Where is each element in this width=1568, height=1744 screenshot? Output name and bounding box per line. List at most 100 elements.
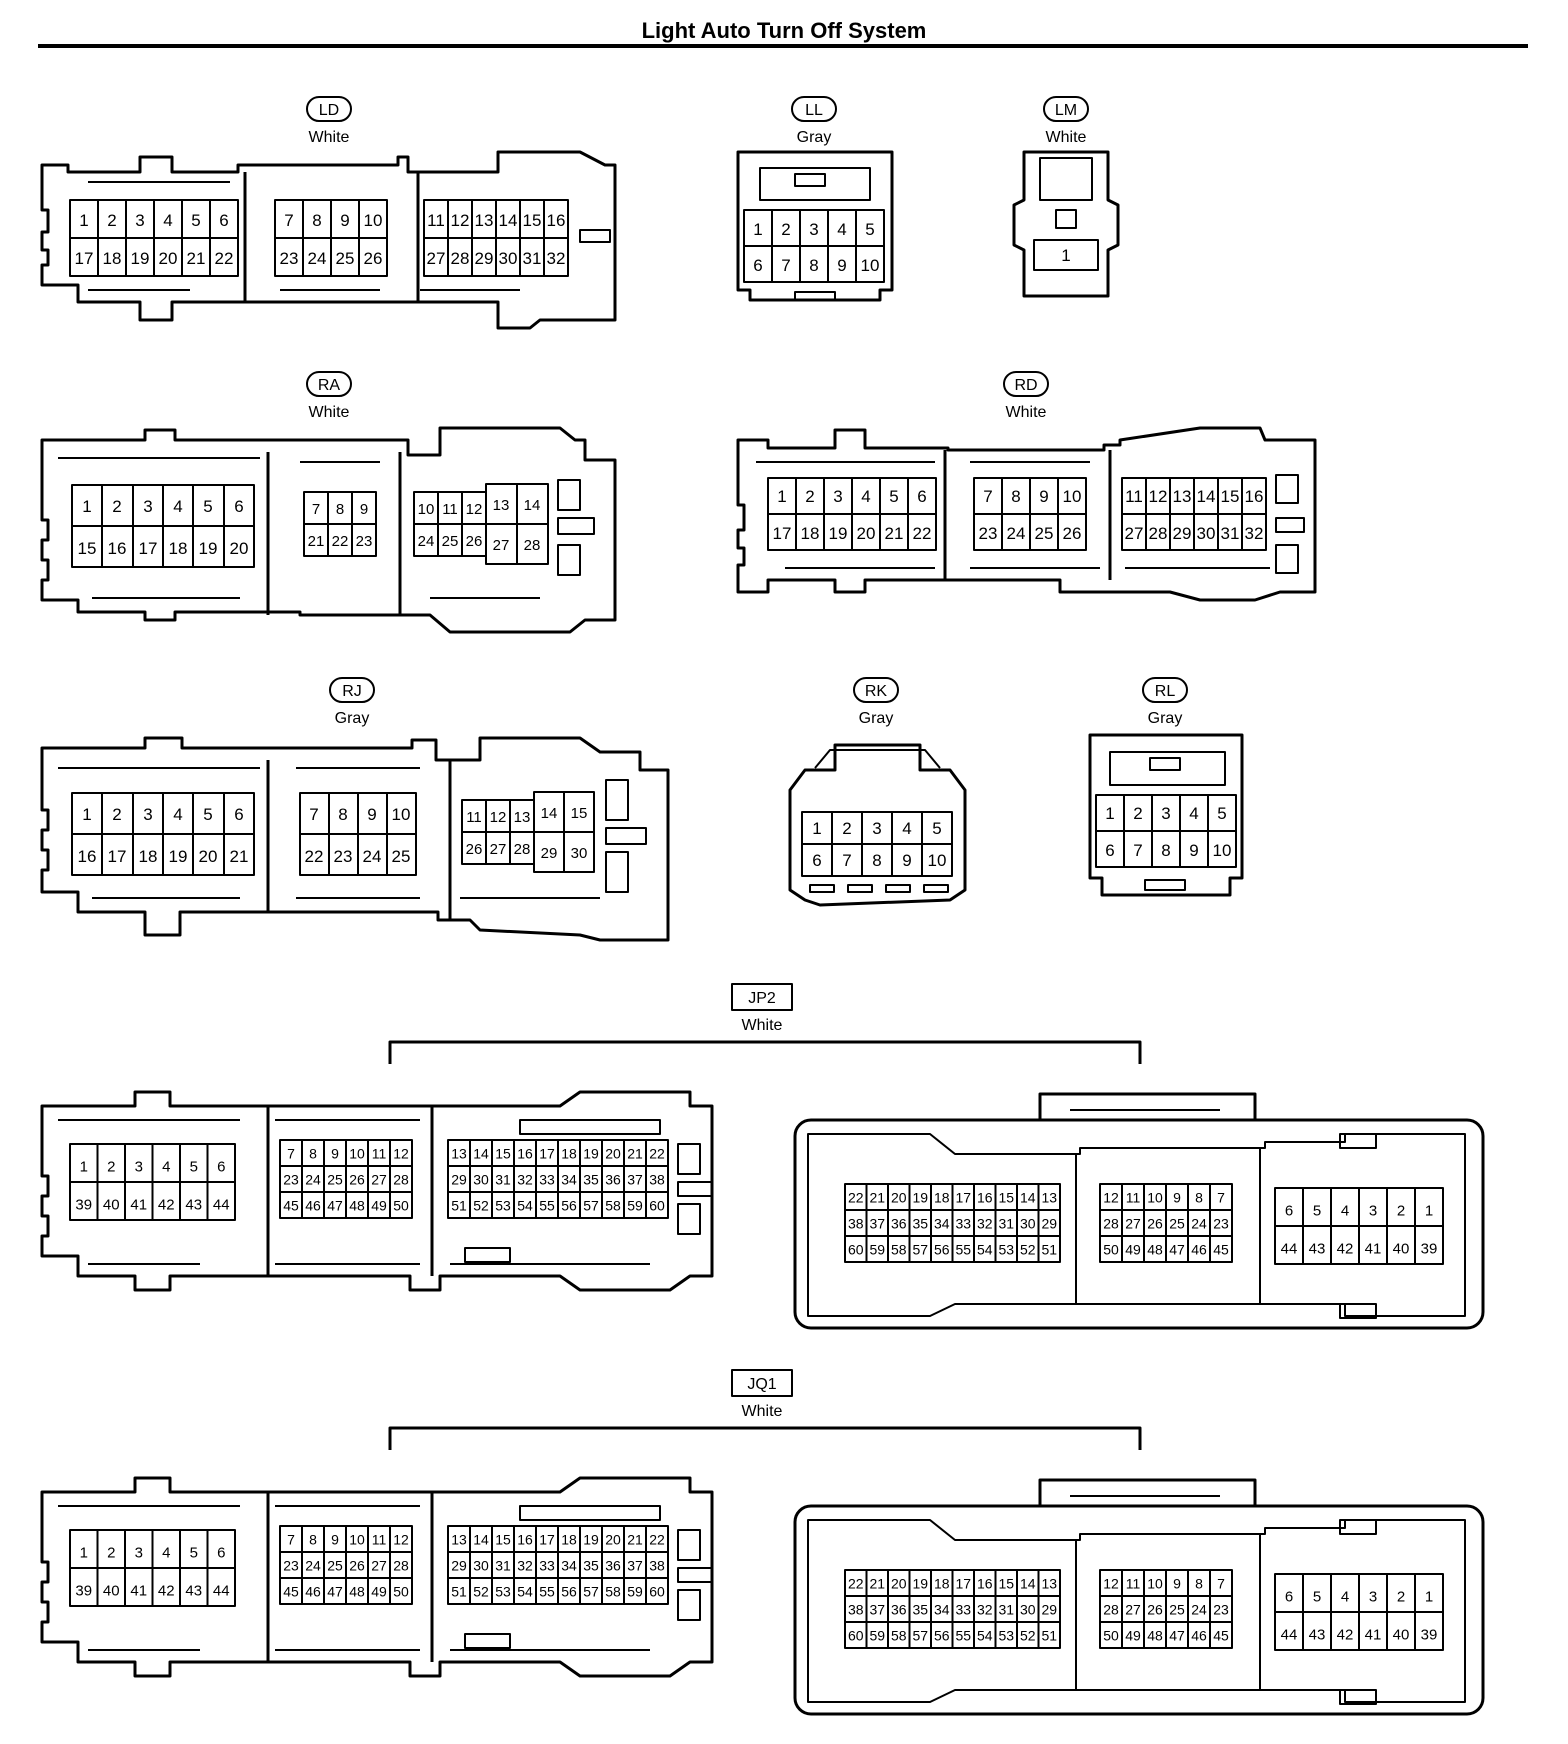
pin-label: 59	[869, 1242, 885, 1258]
pin-label: 36	[605, 1558, 621, 1574]
pin-label: 30	[473, 1172, 489, 1188]
pin-label: 58	[605, 1198, 621, 1214]
pin-label: 8	[312, 211, 321, 230]
pin-label: 15	[998, 1576, 1014, 1592]
latch-slot	[1275, 544, 1299, 574]
connector-label-box	[306, 96, 352, 122]
pin-label: 1	[1105, 804, 1114, 823]
pin-label: 8	[309, 1532, 317, 1548]
pin-label: 57	[583, 1584, 599, 1600]
pin-label: 49	[1125, 1242, 1141, 1258]
pin-row: 1 2 3 4 5 6 17 18 19 20 21 22	[69, 199, 239, 277]
connector-RJ: RJ Gray 1 2 3 4 5 6 16 17	[40, 677, 670, 942]
pin-label: 27	[371, 1172, 387, 1188]
pin-label: 22	[848, 1190, 864, 1206]
pin-label: 7	[1133, 841, 1142, 860]
pin-label: 29	[1041, 1216, 1057, 1232]
pin-label: 3	[143, 805, 152, 824]
pin-row: 7 8 9 10 23 24 25 26	[274, 199, 388, 277]
connector-label-box	[329, 677, 375, 703]
pin-label: 51	[1041, 1242, 1057, 1258]
pin-label: 60	[848, 1628, 864, 1644]
pin-label: 48	[349, 1198, 365, 1214]
pin-label: 17	[75, 249, 94, 268]
pin-label: 7	[287, 1532, 295, 1548]
pin-label: 56	[561, 1198, 577, 1214]
latch-slot	[1339, 1303, 1377, 1319]
pin-row: 11 12 13 14 15 26 27 28 29 30	[461, 791, 595, 873]
pin-label: 23	[1213, 1602, 1229, 1618]
pin-label: 16	[547, 211, 566, 230]
connector-housing	[40, 1476, 714, 1678]
pin-label: 55	[955, 1242, 971, 1258]
pin-label: 31	[523, 249, 542, 268]
pin-label: 60	[848, 1242, 864, 1258]
pin-label: 9	[360, 501, 368, 518]
pin-label: 3	[1161, 804, 1170, 823]
latch-tab	[1149, 757, 1181, 771]
pin-label: 6	[234, 497, 243, 516]
connector-housing	[736, 426, 1317, 602]
pin-label: 49	[371, 1198, 387, 1214]
pin-label: 12	[393, 1532, 409, 1548]
pin-label: 16	[108, 539, 127, 558]
pin-label: 14	[473, 1146, 489, 1162]
latch-tab	[794, 173, 826, 187]
pin-label: 8	[338, 805, 347, 824]
connector-latch	[1039, 157, 1093, 201]
pin-label: 41	[1365, 1240, 1382, 1257]
page-title: Light Auto Turn Off System	[641, 18, 927, 43]
pin-label: 13	[1173, 487, 1192, 506]
connector-label-box	[791, 96, 837, 122]
connector-label-box	[1043, 96, 1089, 122]
pin-label: 51	[451, 1198, 467, 1214]
pin-label: 15	[495, 1146, 511, 1162]
pin-label: 16	[1245, 487, 1264, 506]
latch-slot	[677, 1589, 701, 1621]
pin-label: 25	[442, 533, 459, 550]
pin-label: 41	[130, 1582, 147, 1599]
pin-label: 12	[1149, 487, 1168, 506]
pin-label: 43	[1309, 1626, 1326, 1643]
connector-housing	[793, 1504, 1485, 1716]
pin-label: 38	[848, 1602, 864, 1618]
connector-label: JP2	[748, 990, 776, 1007]
pin-label: 4	[902, 819, 911, 838]
pin-label: 27	[371, 1558, 387, 1574]
pin-label: 6	[1285, 1588, 1293, 1605]
latch-slot	[1339, 1689, 1377, 1705]
pin-label: 19	[583, 1146, 599, 1162]
pin-label: 15	[571, 805, 588, 822]
pin-row: 11 12 13 14 15 16 27 28 29 30 31 32	[1121, 477, 1267, 551]
pin-label: 53	[495, 1584, 511, 1600]
pin-label: 15	[998, 1190, 1014, 1206]
pin-label: 18	[801, 524, 820, 543]
pin-label: 33	[539, 1558, 555, 1574]
housing-slot	[519, 1119, 661, 1135]
connector-color: White	[742, 1017, 783, 1034]
connector-latch	[1038, 1478, 1257, 1506]
pin-label: 6	[234, 805, 243, 824]
latch-slot	[605, 827, 647, 845]
pin-label: 54	[517, 1584, 533, 1600]
pin-label: 25	[327, 1172, 343, 1188]
pin-label: 42	[158, 1196, 175, 1213]
pin-label: 23	[280, 249, 299, 268]
pin-label: 59	[869, 1628, 885, 1644]
pin-label: 14	[1197, 487, 1216, 506]
pin-label: 4	[861, 487, 870, 506]
pin-label: 5	[889, 487, 898, 506]
pin-label: 11	[442, 501, 458, 518]
pin-label: 54	[977, 1242, 993, 1258]
pin-label: 55	[539, 1584, 555, 1600]
pin-label: 18	[169, 539, 188, 558]
pin-label: 1	[812, 819, 821, 838]
pin-label: 57	[912, 1242, 928, 1258]
pin-label: 19	[131, 249, 150, 268]
pin-label: 46	[1191, 1628, 1207, 1644]
pin-label: 10	[928, 851, 947, 870]
pin-label: 1	[777, 487, 786, 506]
connector-label: RJ	[342, 683, 362, 700]
